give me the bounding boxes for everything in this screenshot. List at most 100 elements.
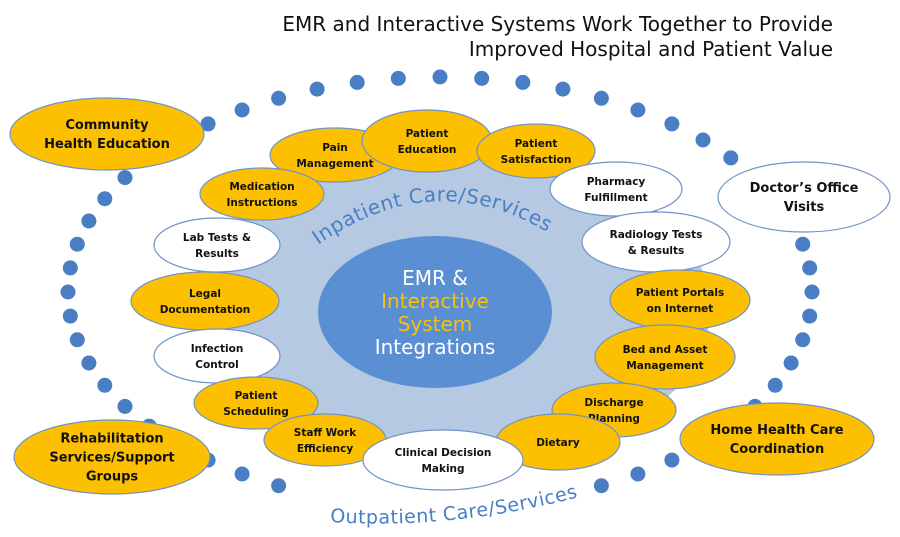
ring-dot — [802, 308, 818, 324]
ring-dot — [664, 116, 680, 132]
outpatient-item-label: Visits — [784, 200, 825, 215]
inpatient-item-label: Radiology Tests — [610, 229, 703, 241]
ring-dot — [69, 332, 85, 348]
ring-dot — [117, 398, 133, 414]
ring-dot — [695, 132, 711, 148]
inpatient-item-label: Discharge — [584, 397, 643, 409]
ring-dot — [555, 81, 571, 97]
ring-dot — [62, 260, 78, 276]
ring-dot — [783, 355, 799, 371]
inpatient-item-label: Dietary — [536, 437, 580, 449]
inpatient-item-label: Efficiency — [297, 443, 354, 455]
ring-dot — [474, 70, 490, 86]
inpatient-item-label: Scheduling — [223, 406, 289, 418]
inpatient-item-ellipse — [130, 271, 280, 331]
inpatient-item-ellipse — [153, 217, 281, 273]
inpatient-item: Lab Tests &Results — [153, 217, 281, 273]
ring-dot — [81, 213, 97, 229]
ring-dot — [767, 377, 783, 393]
inpatient-item-ellipse — [476, 123, 596, 179]
ring-dot — [593, 478, 609, 494]
inpatient-item-label: Satisfaction — [501, 154, 572, 166]
inpatient-item-label: Making — [421, 463, 464, 475]
ring-dot — [309, 81, 325, 97]
center-line-4: Integrations — [375, 335, 496, 359]
inpatient-item-label: Staff Work — [294, 427, 357, 439]
ring-dot — [664, 452, 680, 468]
ring-dot — [515, 74, 531, 90]
outpatient-item-label: Home Health Care — [710, 423, 843, 438]
inpatient-item-label: & Results — [628, 245, 685, 257]
ring-dot — [630, 102, 646, 118]
center-line-3: System — [398, 312, 473, 336]
ring-dot — [62, 308, 78, 324]
ring-dot — [630, 466, 646, 482]
ring-dot — [593, 90, 609, 106]
emr-core: EMR & Interactive System Integrations — [318, 236, 552, 388]
outpatient-item-label: Community — [65, 118, 149, 133]
center-line-1: EMR & — [402, 266, 468, 290]
inpatient-item-label: Patient Portals — [636, 287, 724, 299]
ring-dot — [804, 284, 820, 300]
outpatient-item-ellipse — [13, 419, 211, 495]
inpatient-item-label: Patient — [235, 390, 278, 402]
inpatient-item-label: Patient — [406, 128, 449, 140]
ring-dot — [97, 191, 113, 207]
ring-dot — [97, 377, 113, 393]
outpatient-item-label: Doctor’s Office — [750, 181, 859, 196]
inpatient-item-label: Pharmacy — [587, 176, 646, 188]
ring-dot — [234, 466, 250, 482]
inpatient-item-ellipse — [581, 211, 731, 273]
ring-dot — [723, 150, 739, 166]
ring-dot — [802, 260, 818, 276]
diagram-title: EMR and Interactive Systems Work Togethe… — [282, 12, 833, 62]
inpatient-item-label: Management — [296, 158, 373, 170]
inpatient-item-label: Legal — [189, 288, 221, 300]
ring-dot — [795, 332, 811, 348]
inpatient-item-ellipse — [199, 167, 325, 221]
inpatient-item-label: Patient — [515, 138, 558, 150]
ring-dot — [117, 170, 133, 186]
emr-core-ellipse — [318, 236, 552, 388]
outpatient-item-ellipse — [679, 402, 875, 476]
inpatient-item-label: Documentation — [160, 304, 251, 316]
outpatient-item-ellipse — [717, 161, 891, 233]
inpatient-item: Radiology Tests & Results — [581, 211, 731, 273]
title-line-2: Improved Hospital and Patient Value — [468, 37, 833, 61]
ring-dot — [81, 355, 97, 371]
inpatient-item-label: Education — [398, 144, 457, 156]
inpatient-item: Dietary — [495, 413, 621, 471]
ring-dot — [200, 116, 216, 132]
inpatient-item-label: Management — [626, 360, 703, 372]
outpatient-item-label: Coordination — [730, 442, 824, 457]
inpatient-item-label: Fulfillment — [584, 192, 647, 204]
inpatient-item-ellipse — [362, 429, 524, 491]
inpatient-item-label: Clinical Decision — [395, 447, 492, 459]
inpatient-item-label: Control — [195, 359, 238, 371]
inpatient-item-ellipse — [549, 161, 683, 217]
title-line-1: EMR and Interactive Systems Work Togethe… — [282, 12, 833, 36]
outpatient-item-label: Services/Support — [49, 451, 174, 466]
ring-dot — [60, 284, 76, 300]
inpatient-item-ellipse — [594, 324, 736, 390]
inpatient-item-ellipse — [609, 269, 751, 331]
inpatient-item-ellipse — [361, 109, 493, 173]
outpatient-item-label: Rehabilitation — [60, 432, 163, 447]
ring-dot — [69, 236, 85, 252]
ring-dot — [349, 74, 365, 90]
inpatient-item-label: Medication — [229, 181, 294, 193]
ring-dot — [432, 69, 448, 85]
inpatient-item-ellipse — [153, 328, 281, 384]
outpatient-item-ellipse — [9, 97, 205, 171]
